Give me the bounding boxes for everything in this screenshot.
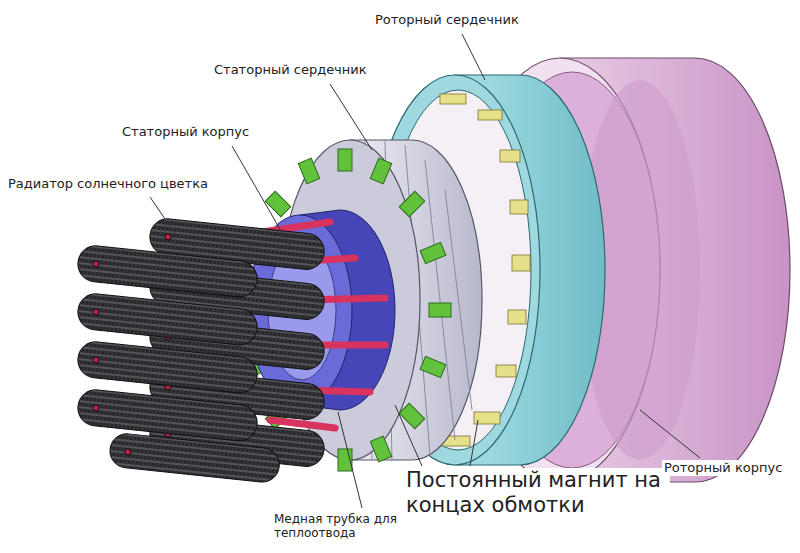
part-label: Статорный корпус — [120, 124, 251, 140]
leader-lines — [150, 34, 700, 508]
part-label: Статорный сердечник — [212, 62, 369, 78]
radiator-bundle — [76, 217, 326, 484]
part-label: Радиатор солнечного цветка — [6, 176, 210, 192]
part-label: Роторный корпус — [662, 460, 784, 476]
part-label: Постоянный магнит на концах обмотки — [404, 468, 670, 518]
part-label: Роторный сердечник — [373, 12, 521, 28]
part-label: Медная трубка для теплоотвода — [272, 512, 416, 541]
